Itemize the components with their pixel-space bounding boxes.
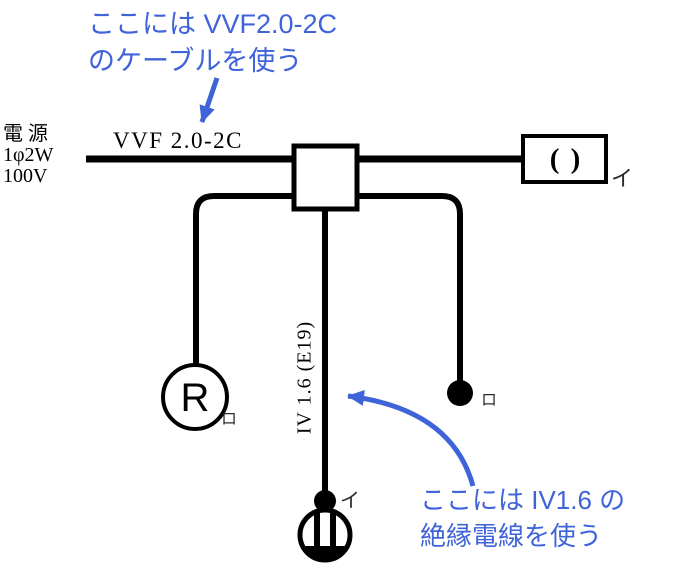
fixture-tag: イ <box>611 166 634 191</box>
junction-box-symbol <box>291 143 360 212</box>
switch-dot-right <box>447 380 473 406</box>
top-annotation-line1: ここには VVF2.0-2C <box>88 9 338 39</box>
fixture-parentheses-symbol: ( ) <box>550 143 583 175</box>
power-source-label: 電 源 1φ2W 100V <box>3 124 53 187</box>
power-source-line1: 電 源 <box>3 123 48 145</box>
bottom-annotation-arrow <box>347 390 476 487</box>
wire-to-receptacle <box>193 193 294 364</box>
receptacle-tag: ロ <box>221 411 238 428</box>
lamp-receptacle-symbol <box>161 363 229 431</box>
bottom-annotation-line2: 絶縁電線を使う <box>420 521 603 551</box>
wire-to-switch-right <box>356 193 463 382</box>
power-source-line2: 1φ2W <box>3 144 54 166</box>
bottom-annotation-line1: ここには IV1.6 の <box>420 485 626 515</box>
ceiling-rosette-tag: イ <box>340 490 360 512</box>
cable-label: VVF 2.0-2C <box>113 128 244 153</box>
bottom-annotation: ここには IV1.6 の 絶縁電線を使う <box>420 482 625 554</box>
switch-right-tag: ロ <box>481 392 498 409</box>
switch-dot-bottom <box>314 490 336 512</box>
top-annotation-arrow <box>199 77 220 123</box>
fixture-box-symbol <box>521 134 608 184</box>
power-source-line3: 100V <box>3 165 48 187</box>
conduit-label: IV 1.6 (E19) <box>293 320 316 435</box>
top-annotation-line2: のケーブルを使う <box>88 46 303 76</box>
top-annotation: ここには VVF2.0-2C のケーブルを使う <box>88 6 337 80</box>
receptacle-letter: R <box>181 376 210 420</box>
rosette-bottom-fill <box>302 546 348 561</box>
